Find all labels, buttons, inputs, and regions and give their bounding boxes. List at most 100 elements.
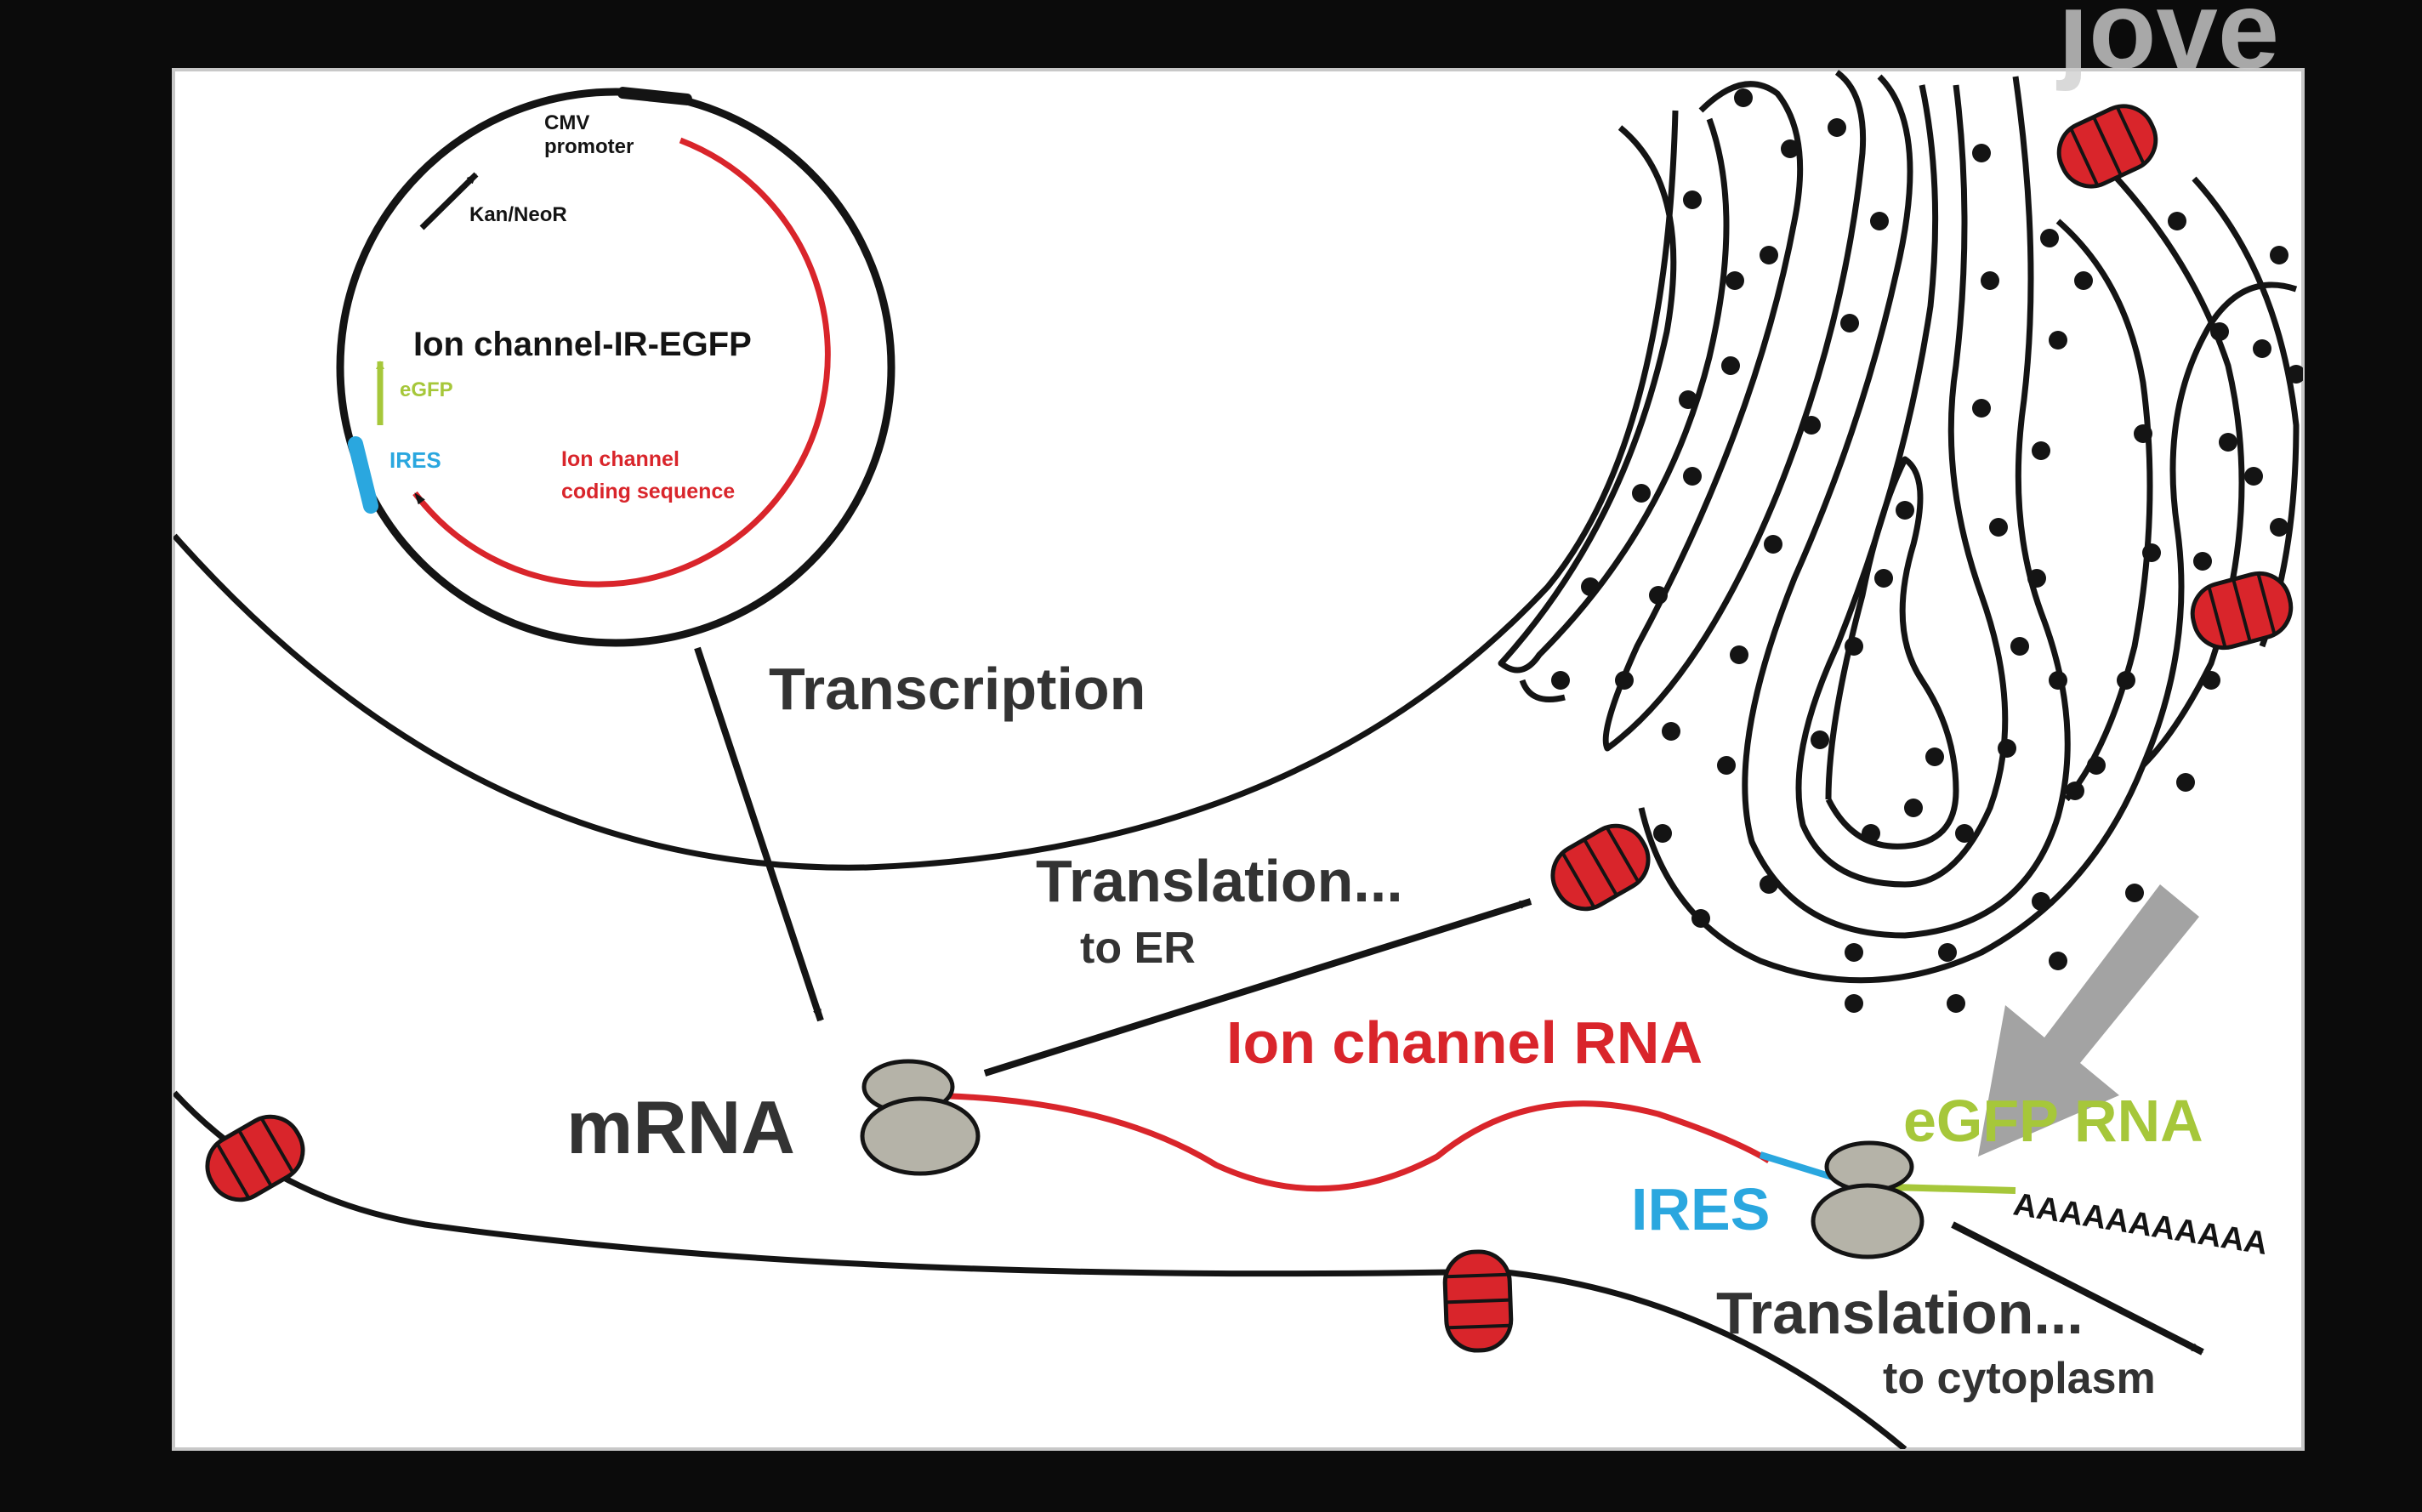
er-ribosome-dot <box>1683 190 1702 209</box>
er-ribosome-dot <box>1717 756 1736 775</box>
er-ribosome-dot <box>2032 892 2050 911</box>
cmv-promoter-block <box>617 87 692 105</box>
er-ribosome-dot <box>2117 671 2135 690</box>
er-ribosome-dot <box>1662 722 1680 741</box>
coding-label-line1: Ion channel <box>561 447 679 471</box>
er-ribosome-dot <box>1726 271 1744 290</box>
ion-channel-icon <box>1444 1251 1512 1352</box>
jove-watermark: jove <box>2055 0 2279 92</box>
er-ribosome-dot <box>1989 518 2008 537</box>
er-ribosome-dot <box>2219 433 2237 452</box>
er-ribosome-dot <box>1925 747 1944 766</box>
er-ribosome-dot <box>2176 773 2195 792</box>
er-ribosome-dot <box>1845 994 1863 1013</box>
transcription-arrow <box>694 646 824 1022</box>
mrna-label: mRNA <box>566 1085 795 1169</box>
er-ribosome-dot <box>2270 246 2288 264</box>
plasmid <box>336 87 895 647</box>
er-ribosome-dot <box>1981 271 1999 290</box>
er-ribosome-dot <box>1734 88 1753 107</box>
er-ribosome-dot <box>1649 586 1668 605</box>
transcription-label: Transcription <box>769 656 1146 722</box>
er-ribosome-dot <box>1998 739 2016 758</box>
er-ribosome-dot <box>2074 271 2093 290</box>
er-ribosome-dot <box>2210 322 2229 341</box>
er-ribosome-dot <box>1760 875 1778 894</box>
endoplasmic-reticulum <box>1498 70 2300 984</box>
er-ribosome-dot <box>1870 212 1889 230</box>
er-ribosome-dot <box>2270 518 2288 537</box>
er-ribosome-dot <box>1972 399 1991 418</box>
er-ribosome-dot <box>2049 331 2067 350</box>
ribosome-icon <box>860 1059 981 1176</box>
plasmid-title: Ion channel-IR-EGFP <box>413 326 752 363</box>
er-ribosome-dot <box>1730 645 1748 664</box>
er-ribosome-dot <box>2032 441 2050 460</box>
egfp-plasmid-label: eGFP <box>400 378 453 401</box>
er-ribosome-dot <box>2049 671 2067 690</box>
to-er-label: to ER <box>1080 924 1196 973</box>
coding-label-line2: coding sequence <box>561 480 735 503</box>
nucleus-membrane <box>173 110 1679 871</box>
er-ribosome-dot <box>1679 390 1697 409</box>
plasma-membrane <box>173 1090 1907 1449</box>
er-ribosome-dot <box>2027 569 2046 588</box>
er-ribosome-dot <box>1972 144 1991 162</box>
er-ribosome-dot <box>1840 314 1859 333</box>
translation-er-arrow <box>983 898 1532 1077</box>
to-cytoplasm-label: to cytoplasm <box>1883 1354 2156 1403</box>
er-ribosome-dot <box>1955 824 1974 843</box>
er-ribosome-dot <box>1683 467 1702 486</box>
coding-sequence-arrow <box>412 137 831 588</box>
er-ribosome-dot <box>1845 943 1863 962</box>
er-ribosome-dot <box>1615 671 1634 690</box>
er-ribosome-dot <box>2202 671 2220 690</box>
ires-label: IRES <box>1631 1176 1770 1242</box>
translation-cytoplasm-arrow <box>1951 1221 2204 1356</box>
er-ribosome-dot <box>1947 994 1965 1013</box>
er-ribosome-dot <box>1938 943 1957 962</box>
er-ribosome-dot <box>1811 730 1829 749</box>
er-ribosome-dot <box>2049 952 2067 970</box>
ion-channel-rna-strand <box>918 1092 1771 1192</box>
er-ribosome-dot <box>1760 246 1778 264</box>
er-ribosome-dot <box>2087 756 2106 775</box>
er-ribosome-dot <box>2010 637 2029 656</box>
cmv-label: CMV <box>544 111 589 134</box>
plasmid-ring <box>336 88 895 647</box>
er-ribosome-dot <box>1781 139 1799 158</box>
er-ribosome-dot <box>1632 484 1651 503</box>
er-ribosome-dot <box>2134 424 2152 443</box>
er-ribosome-dot <box>1904 799 1923 817</box>
er-ribosome-dot <box>2066 782 2084 800</box>
er-ribosome-dot <box>2244 467 2263 486</box>
er-ribosome-dot <box>1828 118 1846 137</box>
er-ribosome-dot <box>2193 552 2212 571</box>
er-ribosome-dot <box>1764 535 1782 554</box>
kan-neor-arrow <box>419 172 479 230</box>
er-ribosome-dot <box>2287 365 2303 384</box>
gray-arrow-icon <box>1978 884 2199 1157</box>
er-ribosome-dot <box>1845 637 1863 656</box>
er-ribosome-dot <box>2040 229 2059 247</box>
kan-neor-label: Kan/NeoR <box>469 203 567 226</box>
promoter-label: promoter <box>544 135 634 158</box>
er-ribosome-dot <box>1802 416 1821 435</box>
er-ribosome-dot <box>1653 824 1672 843</box>
er-ribosome-dot <box>1691 909 1710 928</box>
ires-plasmid-label: IRES <box>389 447 441 473</box>
translation-er-label: Translation... <box>1036 848 1403 914</box>
er-ribosome-dot <box>2168 212 2186 230</box>
er-ribosome-dot <box>1896 501 1914 520</box>
er-ribosome-dot <box>1581 577 1600 596</box>
egfp-rna-label: eGFP RNA <box>1903 1088 2203 1154</box>
translation-cytoplasm-label: Translation... <box>1716 1280 2084 1346</box>
er-ribosome-dot <box>1721 356 1740 375</box>
ires-segment <box>348 436 378 514</box>
er-ribosome-dot <box>2125 884 2144 902</box>
ion-channel-rna-label: Ion channel RNA <box>1226 1009 1703 1076</box>
er-ribosome-dot <box>1862 824 1880 843</box>
er-ribosome-dot <box>2253 339 2271 358</box>
